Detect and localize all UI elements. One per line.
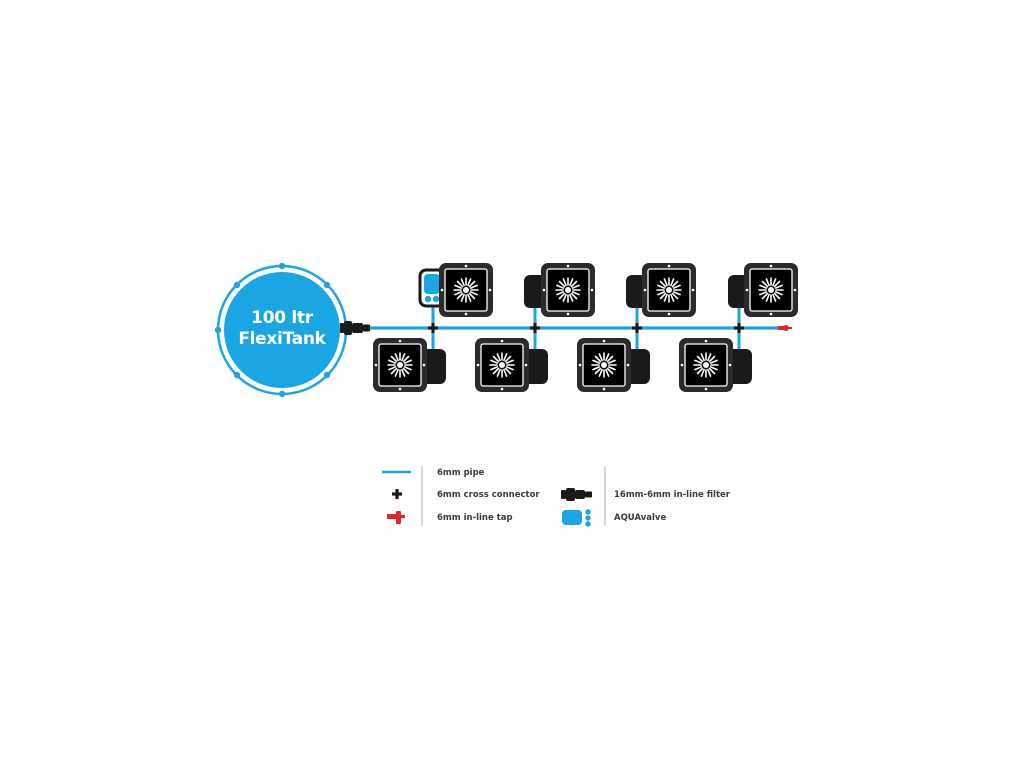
cross-connector-icon <box>734 323 744 333</box>
pot-bottom-2 <box>475 338 548 392</box>
flexitank: 100 ltr FlexiTank <box>214 262 348 398</box>
legend-filter-icon <box>561 488 592 501</box>
tank-capacity-label: 100 ltr <box>251 308 314 328</box>
cross-connector-icon <box>632 323 642 333</box>
legend-cross-label: 6mm cross connector <box>437 490 540 500</box>
pot-bottom-4 <box>679 338 752 392</box>
legend: 6mm pipe 6mm cross connector 6mm in-line… <box>382 466 731 527</box>
pot-bottom-1 <box>373 338 446 392</box>
legend-pipe-label: 6mm pipe <box>437 468 485 478</box>
tank-name-label: FlexiTank <box>238 329 326 349</box>
pot-top-3 <box>626 263 696 317</box>
legend-cross-connector-icon <box>392 489 402 499</box>
pot-top-2 <box>524 263 595 317</box>
inline-tap-icon <box>778 325 792 331</box>
legend-filter-label: 16mm-6mm in-line filter <box>614 490 731 500</box>
legend-tap-icon <box>387 511 405 524</box>
pot-bottom-3 <box>577 338 650 392</box>
cross-connector-icon <box>530 323 540 333</box>
pot-top-4 <box>728 263 798 317</box>
legend-aquavalve-label: AQUAvalve <box>614 513 666 523</box>
legend-aquavalve-icon <box>562 509 591 527</box>
inline-filter-icon <box>340 321 370 335</box>
pot-top-1 <box>439 263 493 317</box>
cross-connector-icon <box>428 323 438 333</box>
legend-tap-label: 6mm in-line tap <box>437 513 513 523</box>
